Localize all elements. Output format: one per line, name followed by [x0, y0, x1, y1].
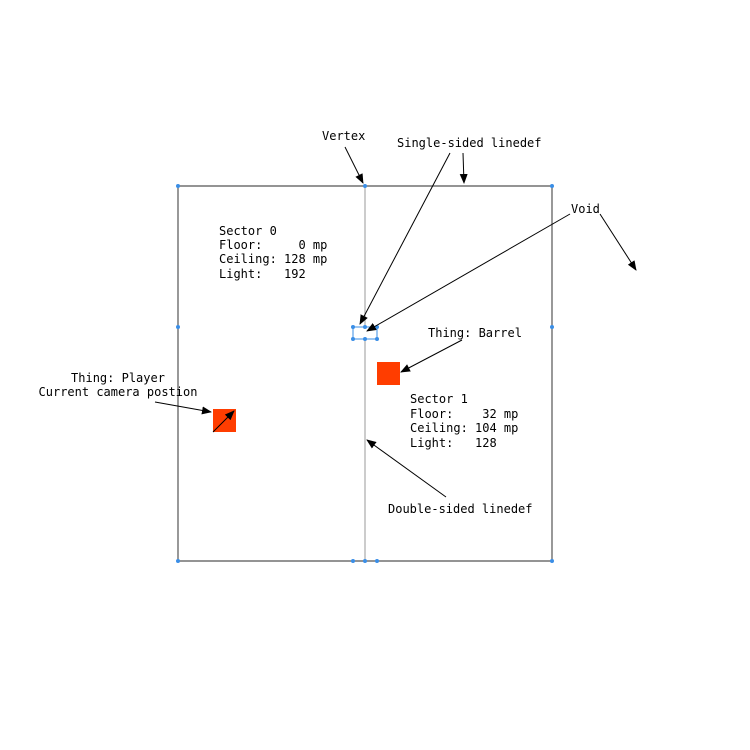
vertex-point — [375, 559, 379, 563]
player-arrow — [154, 401, 212, 415]
vertex-point — [351, 337, 355, 341]
barrel-arrow — [400, 339, 463, 373]
vertices — [176, 184, 554, 563]
barrel-thing — [377, 362, 400, 385]
sector-1-floor: Floor: 32 mp — [410, 407, 518, 421]
camera-position-label: Current camera postion — [39, 385, 198, 399]
single-sided-arrow-pillar — [359, 152, 451, 325]
vertex-label: Vertex — [322, 129, 365, 143]
double-sided-label: Double-sided linedef — [388, 502, 533, 516]
sector-1-info: Sector 1 Floor: 32 mp Ceiling: 104 mp Li… — [410, 392, 518, 450]
vertex-point — [550, 559, 554, 563]
vertex-point — [176, 325, 180, 329]
vertex-point — [351, 325, 355, 329]
vertex-point — [176, 184, 180, 188]
vertex-point — [176, 559, 180, 563]
double-sided-arrow — [366, 439, 447, 498]
single-sided-label: Single-sided linedef — [397, 136, 542, 150]
sector-1-ceiling: Ceiling: 104 mp — [410, 421, 518, 435]
sector-0-title: Sector 0 — [219, 224, 277, 238]
sector-0-info: Sector 0 Floor: 0 mp Ceiling: 128 mp Lig… — [219, 224, 327, 281]
player-label: Thing: Player — [71, 371, 165, 385]
sector-0-light: Light: 192 — [219, 267, 306, 281]
vertex-point — [375, 337, 379, 341]
annotation-labels: Vertex Single-sided linedef Void Thing: … — [39, 129, 600, 516]
vertex-point — [363, 325, 367, 329]
vertex-point — [363, 337, 367, 341]
sector-0-ceiling: Ceiling: 128 mp — [219, 252, 327, 266]
vertex-point — [351, 559, 355, 563]
single-sided-arrow-top — [459, 152, 468, 184]
barrel-label: Thing: Barrel — [428, 326, 522, 340]
void-arrow-pillar — [366, 213, 571, 332]
vertex-point — [363, 559, 367, 563]
sector-0-floor: Floor: 0 mp — [219, 238, 327, 252]
sector-1-light: Light: 128 — [410, 436, 497, 450]
player-direction-arrow — [212, 410, 235, 433]
sector-1-title: Sector 1 — [410, 392, 468, 406]
void-arrow-outside — [599, 213, 637, 271]
vertex-point — [550, 184, 554, 188]
annotation-arrows — [154, 146, 637, 498]
vertex-point — [550, 325, 554, 329]
void-label: Void — [571, 202, 600, 216]
vertex-arrow — [344, 146, 364, 184]
vertex-point — [363, 184, 367, 188]
